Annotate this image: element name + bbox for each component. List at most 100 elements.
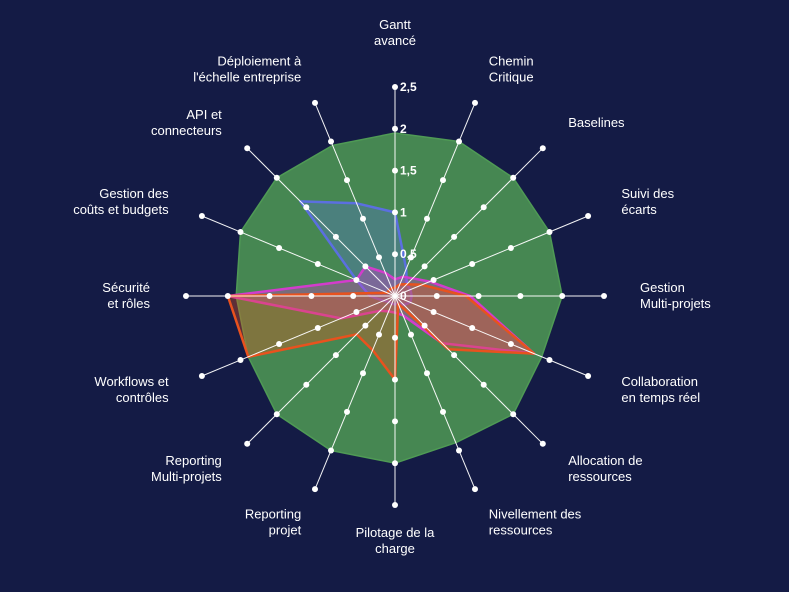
axis-dot	[601, 293, 607, 299]
axis-dot	[408, 331, 414, 338]
tick-label: 0	[400, 289, 407, 303]
axis-dot	[350, 293, 357, 299]
axis-dot	[360, 370, 366, 377]
axis-spoke-9	[314, 295, 396, 490]
axis-dot	[392, 418, 398, 425]
axis-dot	[312, 486, 318, 493]
axis-dot	[507, 245, 514, 251]
axis-label-line: projet	[269, 522, 302, 537]
axis-dot	[353, 309, 360, 315]
axis-dot	[585, 373, 592, 379]
axis-label-line: Déploiement à	[217, 54, 302, 69]
axis-label-line: Gestion des	[99, 186, 169, 201]
axis-dot	[303, 204, 310, 211]
axis-label-line: en temps réel	[621, 390, 700, 405]
axis-dot	[392, 251, 398, 258]
axis-dot	[303, 381, 310, 388]
axis-dot	[314, 261, 321, 267]
axis-label-line: Collaboration	[621, 374, 698, 389]
axis-dot	[430, 277, 437, 283]
axis-dot	[332, 352, 339, 359]
axis-spoke-13	[201, 215, 396, 297]
axis-spoke-2	[394, 147, 544, 297]
axis-dot	[451, 352, 458, 359]
axis-label-line: Multi-projets	[151, 469, 222, 484]
axis-dot	[183, 293, 189, 299]
axis-dot	[376, 331, 382, 338]
axis-dot	[392, 84, 398, 90]
axis-label-line: Sécurité	[102, 280, 150, 295]
tick-label: 2,5	[400, 80, 417, 94]
axis-spoke-3	[394, 215, 589, 297]
axis-label-line: ressources	[568, 469, 632, 484]
axis-spoke-1	[394, 102, 476, 297]
axis-dot	[392, 460, 398, 467]
axis-dot	[198, 213, 205, 219]
axis-label-line: Reporting	[245, 506, 301, 521]
axis-label-line: Gantt	[379, 17, 411, 32]
axis-label-line: Reporting	[165, 453, 221, 468]
axis-dot	[546, 357, 553, 363]
axis-dot	[266, 293, 273, 299]
axis-dot	[440, 177, 446, 184]
axis-dot	[539, 145, 546, 152]
axis-spoke-6	[394, 295, 544, 445]
axis-dot	[376, 254, 382, 261]
axis-dot	[408, 254, 414, 261]
axis-dot	[539, 440, 546, 447]
axis-dot	[472, 99, 478, 106]
axis-dot	[353, 277, 360, 283]
axis-dot	[224, 293, 231, 299]
axis-dot	[440, 408, 446, 415]
axis-label-line: Workflows et	[94, 374, 169, 389]
axis-label-line: l'échelle entreprise	[193, 70, 301, 85]
axis-label-line: Baselines	[568, 115, 625, 130]
axis-dot	[456, 447, 462, 454]
axis-dot	[344, 408, 350, 415]
axis-dot	[276, 245, 283, 251]
axis-dot	[585, 213, 592, 219]
axis-dot	[510, 174, 517, 181]
axis-label-line: Suivi des	[621, 186, 674, 201]
axis-dot	[237, 357, 244, 363]
axis-dot	[273, 174, 280, 181]
axis-label-line: contrôles	[116, 390, 169, 405]
axis-dot	[546, 229, 553, 235]
tick-label: 0,5	[400, 247, 417, 261]
axis-label-line: connecteurs	[151, 123, 222, 138]
axis-dot	[362, 263, 369, 270]
axis-label-line: Critique	[489, 70, 534, 85]
axis-dot	[421, 322, 428, 329]
axis-dot	[421, 263, 428, 270]
axis-label-line: écarts	[621, 202, 657, 217]
axis-label-line: ressources	[489, 522, 553, 537]
axis-label-line: Allocation de	[568, 453, 642, 468]
axis-dot	[472, 486, 478, 493]
axis-layer	[183, 84, 607, 508]
axis-label-line: avancé	[374, 33, 416, 48]
axis-dot	[276, 341, 283, 347]
axis-dot	[469, 261, 476, 267]
axis-spoke-7	[394, 295, 476, 490]
axis-dot	[559, 293, 566, 299]
axis-spoke-14	[246, 147, 396, 297]
axis-dot	[360, 215, 366, 222]
axis-dot	[469, 325, 476, 331]
axis-dot	[517, 293, 524, 299]
axis-label-line: API et	[186, 107, 222, 122]
axis-dot	[392, 125, 398, 132]
axis-dot	[424, 215, 430, 222]
tick-label: 1	[400, 205, 407, 219]
